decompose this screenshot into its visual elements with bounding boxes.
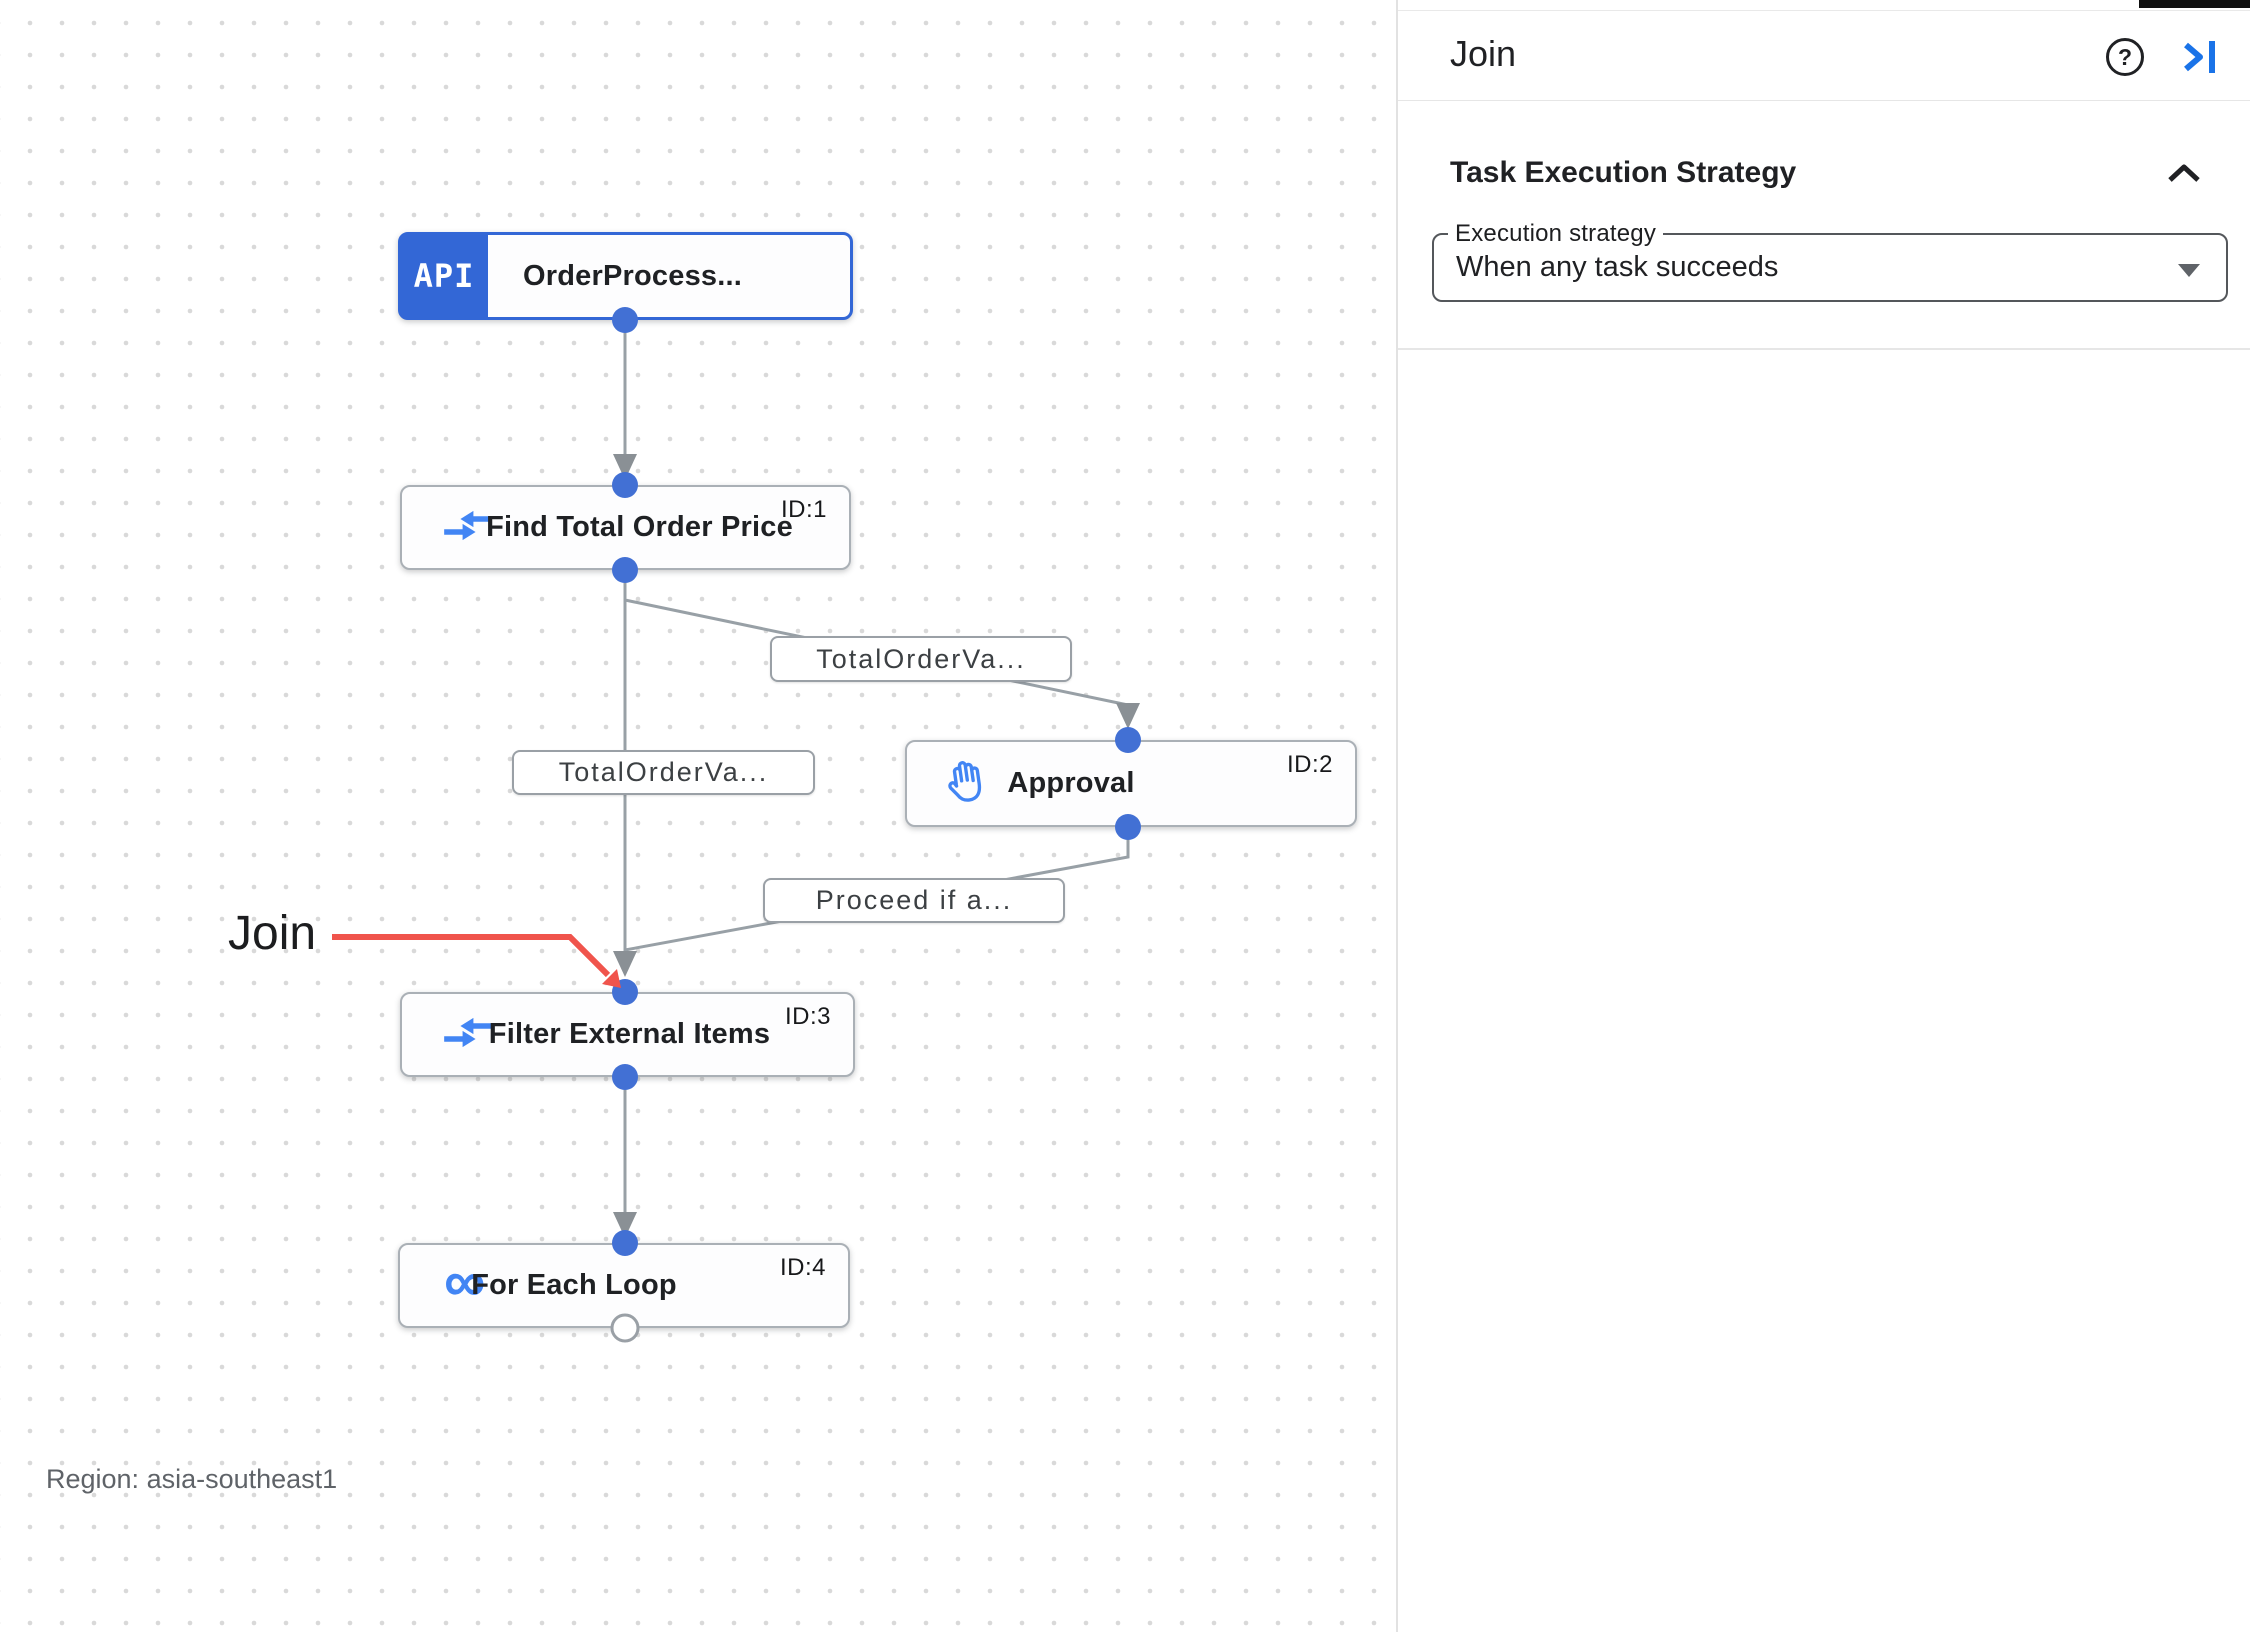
workflow-canvas[interactable]: API OrderProcess... ID:1 Find Total Orde… — [0, 0, 1396, 1632]
node-for-each-loop[interactable]: ID:4 ∞ For Each Loop — [398, 1243, 850, 1328]
node-title: Find Total Order Price — [486, 511, 793, 543]
node-title: Filter External Items — [488, 1018, 771, 1050]
window-edge-bar — [2139, 0, 2250, 8]
section-divider — [1398, 348, 2250, 350]
region-label: Region: asia-southeast1 — [46, 1464, 338, 1494]
node-find-total-order-price[interactable]: ID:1 Find Total Order Price — [400, 485, 851, 570]
arrowhead — [613, 454, 637, 480]
node-order-process-trigger[interactable]: API OrderProcess... — [398, 232, 853, 320]
arrowhead — [1116, 703, 1140, 729]
config-panel: Join ? Task Execution Strategy Execution… — [1396, 0, 2250, 1632]
collapse-panel-icon[interactable] — [2180, 38, 2222, 81]
chevron-up-icon[interactable] — [2166, 162, 2202, 189]
node-approval[interactable]: ID:2 Approval — [905, 740, 1357, 827]
help-icon[interactable]: ? — [2106, 38, 2144, 76]
annotation-arrow — [332, 934, 621, 988]
dropdown-caret-icon[interactable] — [2178, 264, 2200, 277]
node-id-badge: ID:1 — [780, 496, 827, 523]
node-id-badge: ID:4 — [779, 1254, 826, 1281]
node-title: For Each Loop — [471, 1269, 677, 1301]
section-heading: Task Execution Strategy — [1450, 156, 1797, 189]
panel-title: Join — [1450, 33, 1517, 74]
edge-label-total-order-value-2[interactable]: TotalOrderVa... — [512, 750, 815, 795]
edge-label-total-order-value-1[interactable]: TotalOrderVa... — [770, 636, 1072, 682]
data-mapping-icon — [442, 1014, 494, 1055]
node-filter-external-items[interactable]: ID:3 Filter External Items — [400, 992, 855, 1077]
node-title: OrderProcess... — [523, 259, 742, 292]
arrowhead — [613, 1212, 637, 1238]
execution-strategy-value: When any task succeeds — [1456, 251, 1779, 283]
node-title: Approval — [1007, 767, 1135, 799]
data-mapping-icon — [442, 507, 494, 548]
join-annotation-label: Join — [228, 907, 317, 960]
edge-label-proceed-if[interactable]: Proceed if a... — [763, 878, 1065, 923]
approval-hand-icon — [943, 756, 989, 811]
panel-top-border — [1398, 10, 2250, 11]
api-trigger-icon: API — [400, 234, 488, 318]
header-divider — [1398, 100, 2250, 101]
execution-strategy-label: Execution strategy — [1448, 220, 1664, 248]
execution-strategy-select[interactable]: Execution strategy When any task succeed… — [1432, 220, 2228, 302]
node-id-badge: ID:3 — [784, 1003, 831, 1030]
node-id-badge: ID:2 — [1286, 751, 1333, 778]
arrowhead — [613, 951, 637, 977]
